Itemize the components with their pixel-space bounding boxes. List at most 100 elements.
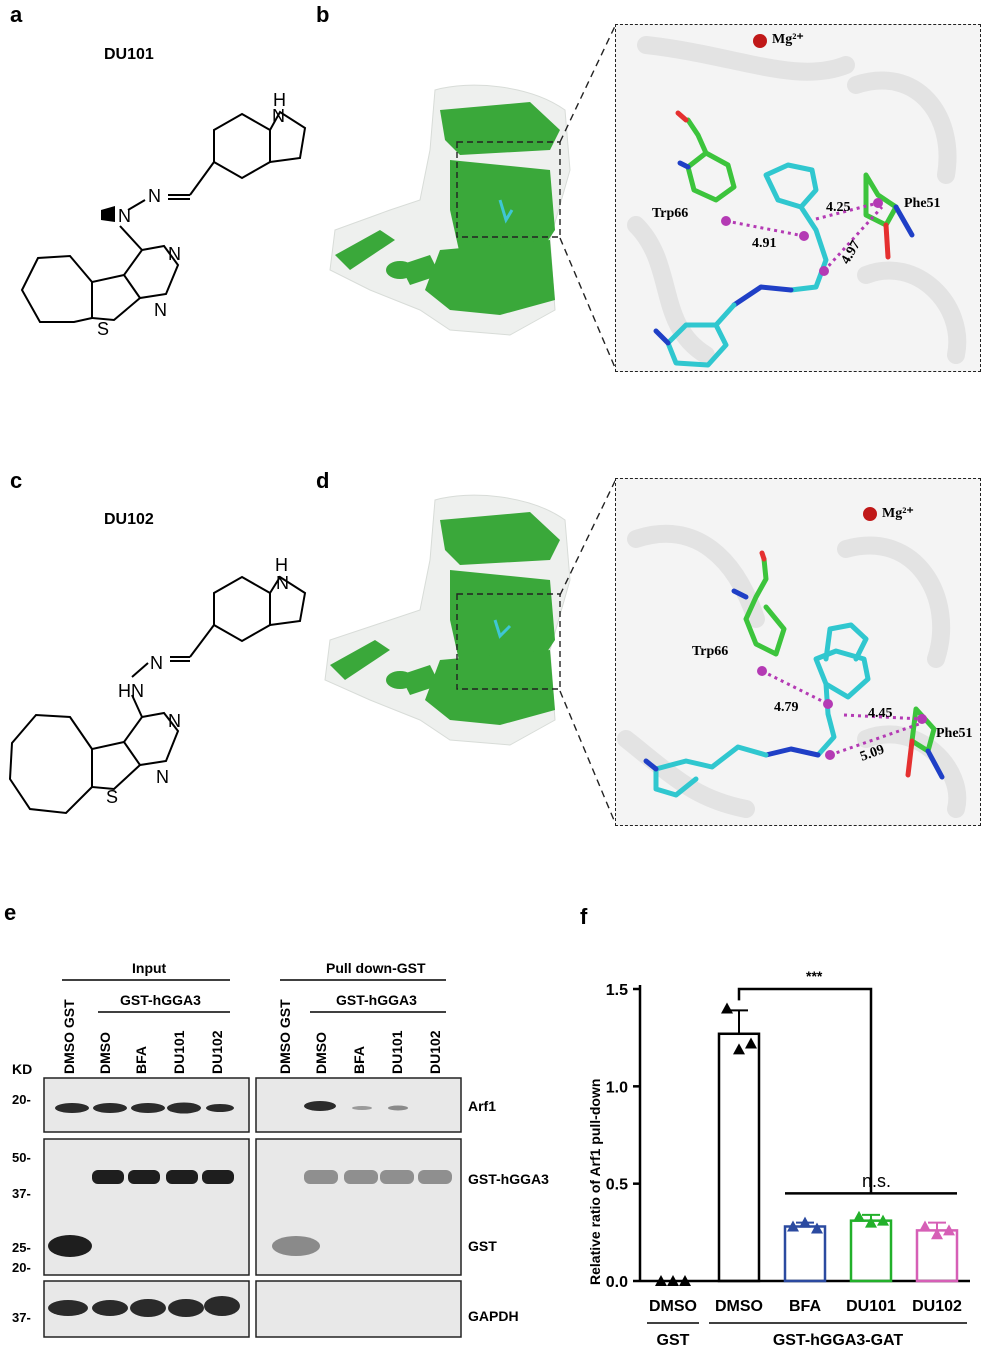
- residue-label: Trp66: [692, 644, 728, 659]
- panel-letter-b: b: [316, 2, 330, 27]
- data-point: [853, 1210, 865, 1222]
- atom-h: H: [273, 90, 286, 110]
- panel-letter-c: c: [10, 468, 23, 493]
- compound-name-du102: DU102: [104, 511, 154, 528]
- significance-bracket: [737, 987, 873, 1194]
- lane-labels-left: DMSO GST DMSO BFA DU101 DU102: [61, 999, 225, 1074]
- x-tick-label: BFA: [789, 1298, 821, 1315]
- bar: [849, 1219, 893, 1283]
- atom-hn: HN: [118, 681, 144, 701]
- lane-label: DU101: [171, 1030, 187, 1074]
- kd-label: KD: [12, 1061, 32, 1077]
- sig-ns: n.s.: [862, 1171, 891, 1191]
- y-tick-label: 1.5: [606, 982, 628, 999]
- sig-star: ***: [806, 968, 823, 984]
- lane-labels-right: DMSO GST DMSO BFA DU101 DU102: [277, 999, 443, 1074]
- x-tick-label: DMSO: [649, 1298, 697, 1315]
- residue-label: Phe51: [936, 726, 973, 741]
- data-point: [799, 1216, 811, 1228]
- data-point: [667, 1275, 679, 1286]
- y-tick-label: 0.5: [606, 1177, 628, 1194]
- data-point: [721, 1002, 733, 1014]
- row-label-arf1: Arf1: [468, 1098, 496, 1114]
- atom-n: N: [276, 573, 289, 593]
- panel-letter-d: d: [316, 468, 330, 493]
- marker-label: 37-: [12, 1186, 31, 1201]
- lane-label: DMSO GST: [277, 999, 293, 1074]
- group-label: GST: [657, 1332, 690, 1349]
- group-label-right: GST-hGGA3: [336, 992, 417, 1008]
- atom-s: S: [106, 787, 118, 807]
- protein-overview-d: [324, 494, 571, 746]
- atom-n: N: [154, 300, 167, 320]
- atom-n: N: [272, 106, 285, 126]
- atom-h: H: [275, 555, 288, 575]
- data-point: [877, 1214, 889, 1226]
- distance-label: 4.25: [826, 200, 851, 215]
- group-label-left: GST-hGGA3: [120, 992, 201, 1008]
- y-axis-label: Relative ratio of Arf1 pull-down: [587, 1079, 603, 1285]
- x-tick-label: DU101: [846, 1298, 896, 1315]
- atom-n: N: [168, 711, 181, 731]
- data-point: [787, 1220, 799, 1232]
- chart-axes: 0.0 0.5 1.0 1.5: [606, 982, 970, 1291]
- compound-name-du101: DU101: [104, 46, 154, 63]
- ion-label: Mg²⁺: [772, 32, 804, 47]
- panel-letter-a: a: [10, 2, 23, 27]
- zoom-connector-d: [559, 478, 617, 826]
- residue-label: Trp66: [652, 206, 688, 221]
- data-point: [733, 1043, 745, 1055]
- marker-label: 25-: [12, 1240, 31, 1255]
- lane-label: DU101: [389, 1030, 405, 1074]
- zoom-box-b: Mg²⁺ Trp66 Phe51 4.91 4.25 4.97: [615, 24, 981, 372]
- distance-label: 4.91: [752, 236, 777, 251]
- atom-n: N: [156, 767, 169, 787]
- marker-label: 20-: [12, 1260, 31, 1275]
- protein-overview-b: [329, 84, 571, 336]
- structure-du101: H N N N N N S: [20, 90, 307, 339]
- x-tick-label: DU102: [912, 1298, 962, 1315]
- row-label-gst-hgga3: GST-hGGA3: [468, 1171, 549, 1187]
- data-point: [811, 1222, 823, 1234]
- data-point: [745, 1037, 757, 1049]
- marker-label: 37-: [12, 1310, 31, 1325]
- residue-label: Phe51: [904, 196, 941, 211]
- atom-n: N: [168, 244, 181, 264]
- lane-label: DMSO GST: [61, 999, 77, 1074]
- lane-label: DMSO: [97, 1032, 113, 1074]
- atom-s: S: [97, 319, 109, 339]
- atom-n: N: [148, 186, 161, 206]
- marker-label: 50-: [12, 1150, 31, 1165]
- row-label-gst: GST: [468, 1238, 497, 1254]
- lane-label: DMSO: [313, 1032, 329, 1074]
- zoom-connector-b: [559, 23, 617, 371]
- marker-label: 20-: [12, 1092, 31, 1107]
- zoom-box-d: Mg²⁺ Trp66 Phe51 4.79 4.45 5.09: [615, 478, 981, 826]
- bar: [717, 1032, 761, 1283]
- bar: [783, 1225, 827, 1283]
- y-tick-label: 1.0: [606, 1079, 628, 1096]
- group-label: GST-hGGA3-GAT: [773, 1332, 904, 1349]
- panel-letter-e: e: [4, 900, 17, 925]
- lane-label: DU102: [209, 1030, 225, 1074]
- structure-du102: H N N HN N N S: [8, 555, 307, 815]
- data-point: [679, 1275, 691, 1286]
- y-tick-label: 0.0: [606, 1274, 628, 1291]
- input-header: Input: [132, 960, 167, 976]
- western-blot: Input Pull down-GST GST-hGGA3 GST-hGGA3 …: [12, 960, 549, 1338]
- lane-label: BFA: [133, 1046, 149, 1074]
- distance-label: 4.79: [774, 700, 799, 715]
- lane-label: BFA: [351, 1046, 367, 1074]
- data-point: [919, 1220, 931, 1232]
- lane-label: DU102: [427, 1030, 443, 1074]
- ion-label: Mg²⁺: [882, 506, 914, 521]
- atom-n: N: [118, 206, 131, 226]
- distance-label: 4.45: [868, 706, 893, 721]
- panel-letter-f: f: [580, 904, 588, 929]
- atom-n: N: [150, 653, 163, 673]
- pulldown-header: Pull down-GST: [326, 960, 426, 976]
- distance-label: 4.97: [838, 238, 863, 267]
- x-tick-label: DMSO: [715, 1298, 763, 1315]
